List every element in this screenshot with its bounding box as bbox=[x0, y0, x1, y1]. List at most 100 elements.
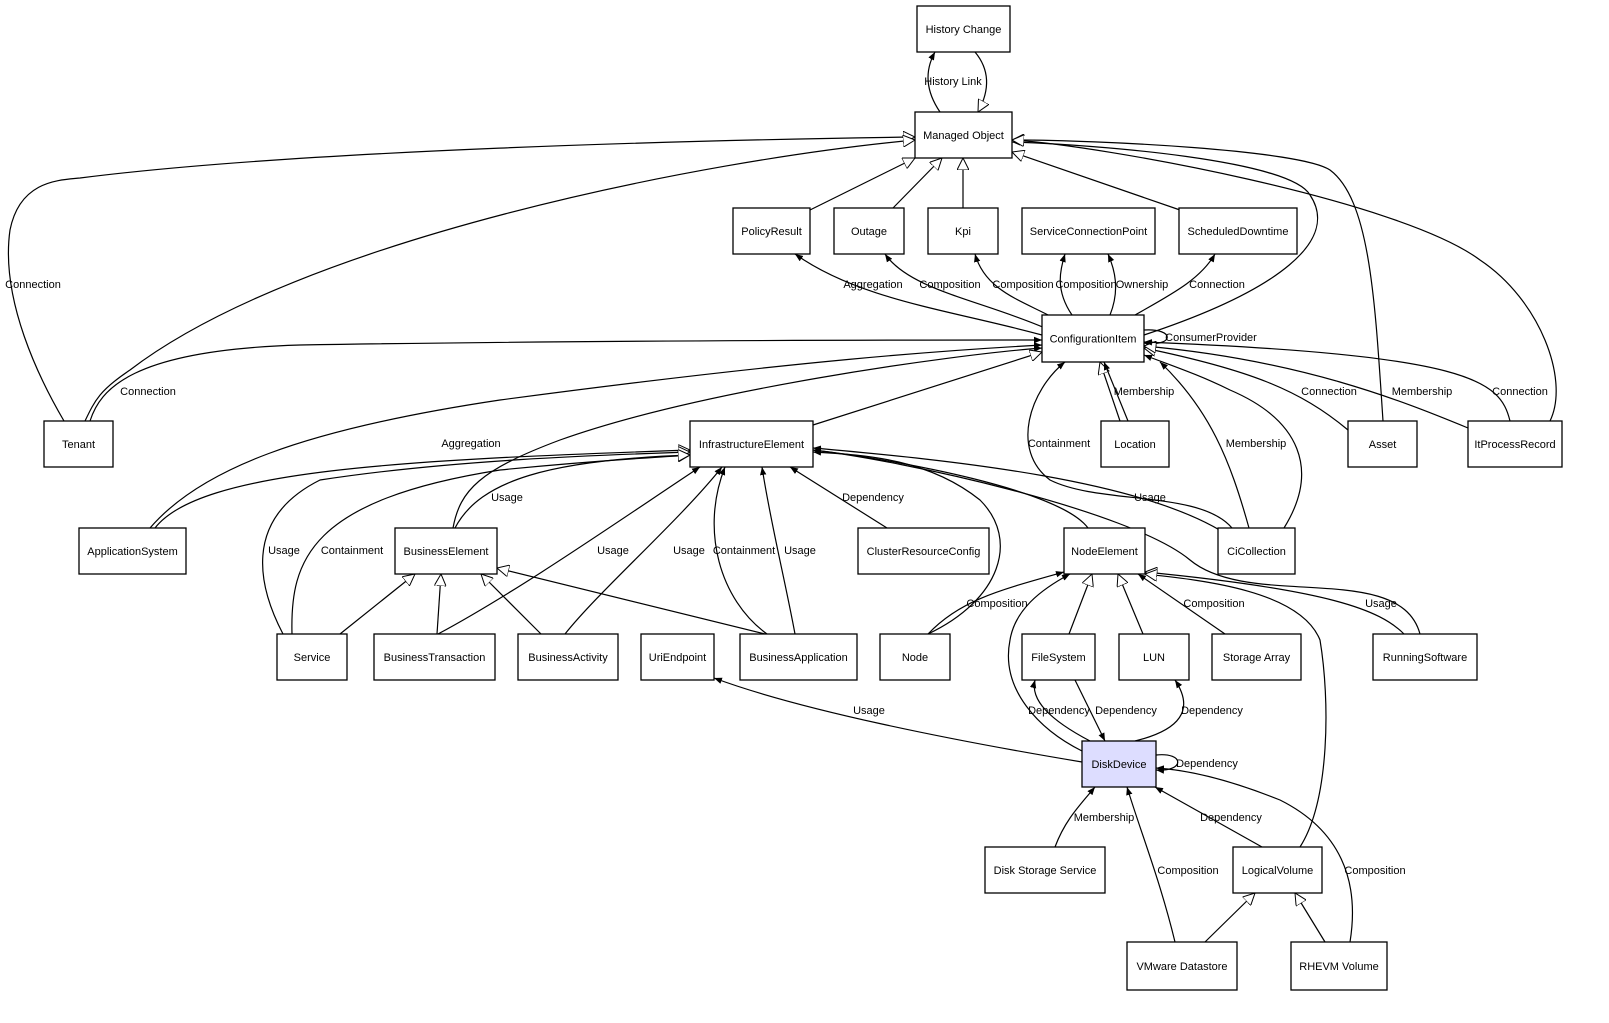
association-edge bbox=[1126, 786, 1176, 943]
class-node[interactable]: Asset bbox=[1347, 420, 1418, 468]
association-edge bbox=[452, 345, 1043, 529]
class-box bbox=[689, 420, 814, 468]
class-node[interactable]: Tenant bbox=[43, 420, 114, 468]
class-box bbox=[1347, 420, 1418, 468]
class-node[interactable]: ScheduledDowntime bbox=[1178, 207, 1298, 255]
association-edge bbox=[437, 466, 701, 635]
class-box bbox=[1178, 207, 1298, 255]
class-name: DiskDevice bbox=[1091, 759, 1146, 771]
edge-label: Membership bbox=[1226, 438, 1287, 450]
inheritance-edge bbox=[974, 51, 987, 112]
class-box bbox=[1372, 633, 1478, 681]
class-name: Tenant bbox=[62, 439, 95, 451]
association-edge bbox=[564, 466, 723, 635]
association-edge bbox=[884, 253, 1046, 329]
edge-label: Usage bbox=[491, 492, 523, 504]
association-edge bbox=[713, 677, 1083, 763]
class-node[interactable]: CiCollection bbox=[1217, 527, 1296, 575]
class-node[interactable]: LogicalVolume bbox=[1232, 846, 1323, 894]
class-node[interactable]: FileSystem bbox=[1021, 633, 1096, 681]
edge-label: Usage bbox=[597, 545, 629, 557]
association-edge bbox=[812, 445, 1233, 539]
class-name: ClusterResourceConfig bbox=[867, 546, 981, 558]
class-name: InfrastructureElement bbox=[699, 439, 804, 451]
class-node[interactable]: Location bbox=[1100, 420, 1170, 468]
class-node[interactable]: ConfigurationItem bbox=[1041, 314, 1145, 363]
inheritance-edge bbox=[1144, 346, 1469, 429]
edge-label: Dependency bbox=[1176, 758, 1238, 770]
edge-label: Aggregation bbox=[441, 438, 500, 450]
inheritance-edge bbox=[454, 455, 690, 529]
association-edge bbox=[812, 449, 1001, 635]
edge-label: Dependency bbox=[1200, 812, 1262, 824]
class-box bbox=[914, 111, 1013, 159]
class-node[interactable]: ClusterResourceConfig bbox=[857, 527, 990, 575]
class-node[interactable]: Managed Object bbox=[914, 111, 1013, 159]
class-name: FileSystem bbox=[1031, 652, 1085, 664]
class-node[interactable]: History Change bbox=[916, 5, 1011, 53]
association-edge bbox=[1029, 679, 1091, 742]
edge-label: Membership bbox=[1074, 812, 1135, 824]
class-node[interactable]: VMware Datastore bbox=[1126, 941, 1238, 991]
class-node[interactable]: ServiceConnectionPoint bbox=[1021, 207, 1156, 255]
association-edge bbox=[149, 342, 1043, 529]
class-name: Location bbox=[1114, 439, 1156, 451]
class-name: UriEndpoint bbox=[649, 652, 706, 664]
class-node[interactable]: PolicyResult bbox=[732, 207, 811, 255]
class-node[interactable]: Disk Storage Service bbox=[984, 846, 1106, 894]
association-edge bbox=[1103, 361, 1129, 422]
association-edge bbox=[1143, 339, 1511, 422]
class-node[interactable]: Node bbox=[879, 633, 951, 681]
class-box bbox=[833, 207, 905, 255]
class-name: Managed Object bbox=[923, 130, 1004, 142]
class-name: LogicalVolume bbox=[1242, 865, 1314, 877]
class-name: ItProcessRecord bbox=[1474, 439, 1555, 451]
class-node[interactable]: ItProcessRecord bbox=[1467, 420, 1563, 468]
association-edge bbox=[713, 466, 768, 635]
association-edge bbox=[812, 447, 1421, 635]
class-node[interactable]: Service bbox=[276, 633, 348, 681]
edge-label: Aggregation bbox=[843, 279, 902, 291]
class-node[interactable]: NodeElement bbox=[1063, 527, 1146, 575]
inheritance-edge bbox=[262, 452, 690, 635]
inheritance-edge bbox=[1068, 574, 1092, 635]
inheritance-edge bbox=[809, 158, 915, 211]
inheritance-edge bbox=[84, 140, 915, 422]
class-node[interactable]: BusinessActivity bbox=[517, 633, 619, 681]
class-box bbox=[732, 207, 811, 255]
class-node[interactable]: Storage Array bbox=[1211, 633, 1302, 681]
class-node[interactable]: RHEVM Volume bbox=[1290, 941, 1388, 991]
association-edge bbox=[760, 466, 796, 635]
class-node[interactable]: UriEndpoint bbox=[640, 633, 715, 681]
class-node[interactable]: BusinessElement bbox=[394, 527, 498, 575]
class-node[interactable]: InfrastructureElement bbox=[689, 420, 814, 468]
class-node[interactable]: DiskDevice bbox=[1081, 740, 1157, 788]
class-node[interactable]: ApplicationSystem bbox=[78, 527, 187, 575]
class-node[interactable]: BusinessApplication bbox=[739, 633, 858, 681]
inheritance-edge bbox=[1295, 893, 1326, 943]
inheritance-edge bbox=[339, 574, 415, 635]
edge-label: ConsumerProvider bbox=[1165, 332, 1257, 344]
inheritance-edge bbox=[437, 574, 441, 635]
class-box bbox=[984, 846, 1106, 894]
class-name: ScheduledDowntime bbox=[1188, 226, 1289, 238]
edge-label: Connection bbox=[1301, 386, 1357, 398]
class-node[interactable]: RunningSoftware bbox=[1372, 633, 1478, 681]
association-edge bbox=[1137, 573, 1226, 635]
class-box bbox=[739, 633, 858, 681]
class-node[interactable]: Outage bbox=[833, 207, 905, 255]
edge-label: Usage bbox=[1365, 598, 1397, 610]
class-name: LUN bbox=[1143, 652, 1165, 664]
edge-label: Membership bbox=[1392, 386, 1453, 398]
class-box bbox=[43, 420, 114, 468]
class-name: ConfigurationItem bbox=[1050, 334, 1137, 346]
association-edge bbox=[1059, 253, 1073, 316]
class-name: BusinessTransaction bbox=[384, 652, 486, 664]
edge-label: Dependency bbox=[1095, 705, 1157, 717]
class-box bbox=[927, 207, 999, 255]
class-node[interactable]: Kpi bbox=[927, 207, 999, 255]
class-node[interactable]: BusinessTransaction bbox=[373, 633, 496, 681]
class-node[interactable]: LUN bbox=[1118, 633, 1190, 681]
edge-label: Containment bbox=[713, 545, 775, 557]
edge-label: Containment bbox=[1028, 438, 1090, 450]
